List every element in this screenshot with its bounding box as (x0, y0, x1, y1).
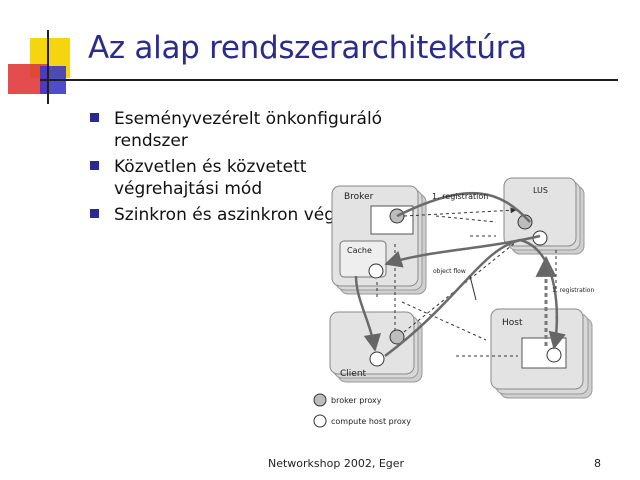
broker-label: Broker (344, 192, 374, 202)
square-bullet-icon (90, 113, 99, 122)
slide-logo-icon (8, 30, 70, 104)
square-bullet-icon (90, 161, 99, 170)
legend-broker-proxy: broker proxy (331, 396, 382, 405)
bullet-text: Szinkron és aszinkron végrehajtás (114, 205, 404, 225)
bullet-list: Eseményvezérelt önkonfiguráló rendszer K… (88, 108, 408, 230)
slide-title: Az alap rendszerarchitektúra (88, 30, 527, 66)
slide-footer: Networkshop 2002, Eger (268, 457, 405, 470)
registration-right-label: 1. registration (552, 287, 594, 294)
bullet-item: Közvetlen és közvetett végrehajtási mód (88, 156, 408, 200)
square-bullet-icon (90, 209, 99, 218)
bullet-text: Közvetlen és közvetett végrehajtási mód (114, 157, 307, 199)
title-divider (40, 79, 618, 81)
cache-to-client-flow (354, 275, 382, 352)
bullet-text: Eseményvezérelt önkonfiguráló rendszer (114, 109, 383, 151)
bullet-item: Eseményvezérelt önkonfiguráló rendszer (88, 108, 408, 152)
bullet-item: Szinkron és aszinkron végrehajtás (88, 204, 408, 226)
diagram-legend (313, 393, 327, 428)
host-label: Host (502, 318, 523, 328)
cache-label: Cache (347, 246, 372, 255)
broker-to-lus-flow (396, 191, 531, 223)
broker-node (331, 185, 427, 295)
registration-top-label: 1. registration (432, 192, 488, 201)
client-label: Client (340, 369, 367, 379)
object-flow-pointer (469, 275, 477, 301)
client-to-host-flow (384, 238, 566, 358)
lus-node (503, 177, 585, 255)
lus-label: LUS (533, 186, 548, 195)
object-flow-label: object flow (433, 268, 466, 275)
page-number: 8 (594, 457, 601, 470)
legend-compute-host-proxy: compute host proxy (331, 417, 411, 426)
architecture-diagram: Broker Cache LUS Host Client (313, 177, 594, 428)
